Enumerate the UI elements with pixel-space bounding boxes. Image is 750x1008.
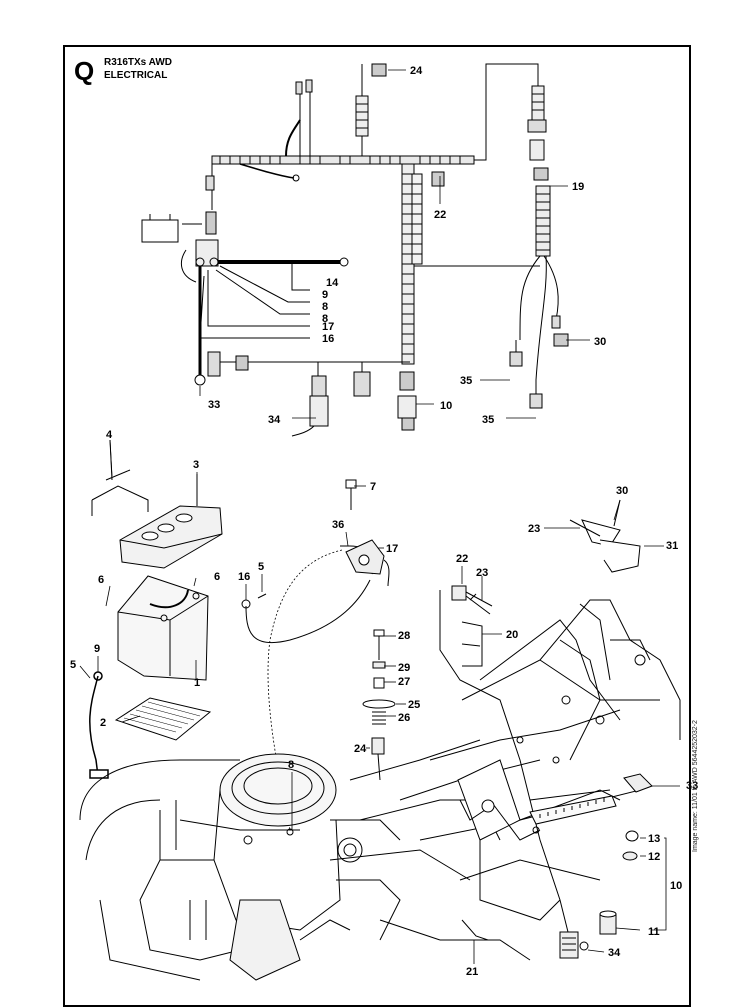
callout-30-top: 30	[594, 336, 606, 348]
callout-16: 16	[238, 571, 250, 583]
callout-22: 22	[456, 553, 468, 565]
callout-6-a: 6	[98, 574, 104, 586]
callout-17: 17	[386, 543, 398, 555]
callout-5-a: 5	[258, 561, 264, 573]
bottom-leader-lines	[79, 439, 680, 964]
callout-26: 26	[398, 712, 410, 724]
callout-28: 28	[398, 630, 410, 642]
callout-17-top: 17	[322, 321, 334, 333]
callout-8-b: 8	[322, 313, 328, 325]
hold-down-bracket	[91, 439, 149, 516]
callout-23: 23	[528, 523, 540, 535]
image-reference-note: Image name: 11/01 fs AWD 5644252032-2	[692, 720, 699, 852]
callout-33-top: 33	[208, 399, 220, 411]
callout-20: 20	[506, 629, 518, 641]
battery-cover	[119, 474, 223, 569]
callout-23-b: 23	[476, 567, 488, 579]
battery-pad	[114, 697, 212, 741]
callout-30: 30	[616, 485, 628, 497]
section-letter: Q	[74, 56, 94, 86]
hardware-small-parts	[362, 499, 653, 959]
callout-13: 13	[648, 833, 660, 845]
model-title: R316TXs AWD	[104, 57, 172, 68]
callout-33: 33	[686, 780, 698, 792]
callout-24: 24	[354, 743, 367, 755]
callout-12: 12	[648, 851, 660, 863]
callout-22-top: 22	[434, 209, 446, 221]
callout-6-b: 6	[214, 571, 220, 583]
callout-29: 29	[398, 662, 410, 674]
callout-9-top: 9	[322, 289, 328, 301]
callout-10: 10	[670, 880, 682, 892]
callout-4: 4	[106, 429, 113, 441]
callout-31: 31	[666, 540, 678, 552]
battery	[117, 575, 209, 681]
callout-36: 36	[332, 519, 344, 531]
negative-cable	[89, 671, 109, 779]
callout-14: 14	[326, 277, 339, 289]
callout-2: 2	[100, 717, 106, 729]
engine	[79, 753, 401, 981]
callout-8: 8	[288, 759, 294, 771]
callout-3: 3	[193, 459, 199, 471]
callout-34-top: 34	[268, 414, 281, 426]
diagram-border	[63, 45, 691, 1007]
chassis-frame	[329, 590, 681, 961]
callout-35-a: 35	[460, 375, 472, 387]
bolt	[345, 479, 357, 510]
callout-7: 7	[370, 481, 376, 493]
callout-35-b: 35	[482, 414, 494, 426]
callout-24-top: 24	[410, 65, 423, 77]
callout-10-top: 10	[440, 400, 452, 412]
callout-34: 34	[608, 947, 621, 959]
group-title: ELECTRICAL	[104, 70, 167, 81]
callout-9: 9	[94, 643, 100, 655]
callout-25: 25	[408, 699, 420, 711]
callout-16-top: 16	[322, 333, 334, 345]
starter-solenoid	[345, 539, 390, 587]
callout-27: 27	[398, 676, 410, 688]
wiring-harness	[141, 63, 569, 437]
callout-11: 11	[648, 926, 660, 938]
callout-8-a: 8	[322, 301, 328, 313]
top-leader-lines	[199, 69, 590, 419]
callout-1: 1	[194, 677, 200, 689]
callout-5-b: 5	[70, 659, 76, 671]
callout-21: 21	[466, 966, 478, 978]
callout-19: 19	[572, 181, 584, 193]
